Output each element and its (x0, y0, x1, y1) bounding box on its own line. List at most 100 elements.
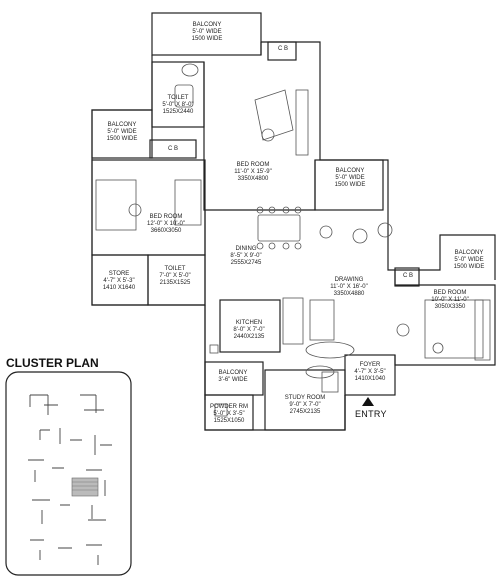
sofa (309, 299, 335, 341)
room-name: BED ROOM (433, 290, 467, 296)
room-label-balcony-right: BALCONY 5'-0" WIDE 1500 WIDE (440, 250, 498, 271)
room-label-cb-top: C B (270, 46, 296, 53)
kitchen-counter (282, 297, 304, 345)
room-size-mm: 3350X4800 (237, 176, 269, 182)
bedroom-left-outline (91, 159, 206, 256)
room-size-mm: 1500 WIDE (453, 264, 485, 270)
room-size-ft: 10'-0" X 11'-0" (431, 297, 469, 303)
room-name: C B (167, 146, 178, 152)
entry-label: ENTRY (355, 409, 387, 419)
room-name: C B (402, 273, 413, 279)
room-size-mm: 1500 WIDE (334, 182, 366, 188)
room-size-mm: 1525X1050 (213, 418, 245, 424)
room-label-bedroom-right: BED ROOM 10'-0" X 11'-0" 3050X3350 (418, 290, 482, 311)
room-label-bedroom-main: BED ROOM 11'-0" X 15'-9" 3350X4800 (218, 162, 288, 183)
room-size-mm: 3050X3350 (434, 304, 466, 310)
room-label-kitchen: KITCHEN 8'-0" X 7'-0" 2440X2135 (220, 320, 278, 341)
room-size-ft: 5'-0" WIDE (107, 129, 137, 135)
room-name: POWDER RM (210, 404, 248, 410)
room-label-study: STUDY ROOM 9'-0" X 7'-0" 2745X2135 (268, 395, 342, 416)
room-name: TOILET (164, 266, 186, 272)
cluster-plan-title: CLUSTER PLAN (6, 356, 99, 370)
room-size-mm: 1410 X1640 (102, 285, 136, 291)
wardrobe-left (174, 179, 202, 226)
room-name: DRAWING (334, 277, 364, 283)
cb-left-block (149, 139, 197, 159)
foyer-outline (344, 354, 396, 396)
room-label-bedroom-left: BED ROOM 12'-0" X 10'-0" 3660X3050 (132, 214, 200, 235)
room-size-ft: 12'-0" X 10'-0" (147, 221, 185, 227)
bedroom-main-outline (203, 62, 316, 211)
walls (91, 12, 496, 431)
room-label-cb-left: C B (160, 146, 186, 153)
room-name: C B (277, 46, 288, 52)
room-size-mm: 2135X1525 (159, 280, 191, 286)
room-size-ft: 5'-0" WIDE (454, 257, 484, 263)
room-label-store: STORE 4'-7" X 5'-3" 1410 X1640 (94, 271, 144, 292)
room-size-mm: 2440X2135 (233, 334, 265, 340)
room-size-ft: 5'-0" X 8'-0" (162, 102, 194, 108)
room-size-mm: 2745X2135 (289, 409, 321, 415)
room-size-ft: 11'-0" X 15'-9" (234, 169, 272, 175)
room-name: STUDY ROOM (284, 395, 326, 401)
room-name: BALCONY (192, 22, 222, 28)
balcony-top-outline (151, 12, 262, 56)
balcony-left-outline (91, 109, 153, 159)
room-name: BALCONY (335, 168, 365, 174)
room-label-powder: POWDER RM 5'-0" X 3'-5" 1525X1050 (205, 404, 253, 425)
room-size-ft: 8'-5" X 9'-0" (230, 253, 262, 259)
room-size-mm: 1500 WIDE (191, 36, 223, 42)
room-size-ft: 5'-0" WIDE (192, 29, 222, 35)
room-label-balcony-mid: BALCONY 5'-0" WIDE 1500 WIDE (318, 168, 382, 189)
room-size-ft: 3'-6" WIDE (218, 377, 248, 383)
room-label-balcony-top: BALCONY 5'-0" WIDE 1500 WIDE (160, 22, 254, 43)
bed-main (254, 89, 294, 141)
room-name: BED ROOM (149, 214, 183, 220)
furniture (95, 63, 491, 417)
room-size-mm: 1410X1040 (354, 376, 386, 382)
room-name: BED ROOM (236, 162, 270, 168)
room-size-mm: 3350X4880 (333, 291, 365, 297)
toilet-1-fixture (181, 63, 199, 77)
bedroom-right-outline (394, 270, 496, 366)
balcony-mid-outline (314, 159, 384, 211)
dining-table (257, 214, 301, 242)
armchair-1 (352, 228, 368, 244)
outer-wall-top-right (261, 41, 389, 232)
room-size-ft: 5'-0" WIDE (335, 175, 365, 181)
room-name: BALCONY (454, 250, 484, 256)
room-name: TOILET (167, 95, 189, 101)
room-label-cb-right: C B (398, 273, 418, 280)
room-size-ft: 9'-0" X 7'-0" (289, 402, 321, 408)
room-name: BALCONY (107, 122, 137, 128)
room-label-dining: DINING 8'-5" X 9'-0" 2555X2745 (216, 246, 276, 267)
room-name: KITCHEN (235, 320, 263, 326)
room-label-toilet-2: TOILET 7'-0" X 5'-0" 2135X1525 (146, 266, 204, 287)
room-name: DINING (235, 246, 257, 252)
room-label-toilet-1: TOILET 5'-0" X 8'-0" 1525X2440 (148, 95, 208, 116)
cb-top-block (267, 41, 297, 61)
room-size-ft: 7'-0" X 5'-0" (159, 273, 191, 279)
room-name: FOYER (359, 362, 381, 368)
room-size-ft: 5'-0" X 3'-5" (213, 411, 245, 417)
room-name: BALCONY (218, 370, 248, 376)
room-label-drawing: DRAWING 11'-0" X 16'-0" 3350X4880 (314, 277, 384, 298)
bed-left (95, 179, 137, 231)
cb-right-block (394, 267, 420, 287)
room-label-balcony-small: BALCONY 3'-6" WIDE (205, 370, 261, 384)
room-size-ft: 4'-7" X 5'-3" (103, 278, 135, 284)
room-name: STORE (108, 271, 130, 277)
room-size-mm: 3660X3050 (150, 228, 182, 234)
armchair-2 (377, 222, 393, 238)
kitchen-outline (219, 299, 281, 353)
room-size-ft: 4'-7" X 3'-5" (354, 369, 386, 375)
room-size-mm: 1500 WIDE (106, 136, 138, 142)
wardrobe-main (295, 89, 309, 156)
cluster-plan-box (5, 371, 132, 576)
room-size-mm: 1525X2440 (162, 109, 194, 115)
powder-outline (204, 394, 254, 431)
room-label-balcony-left: BALCONY 5'-0" WIDE 1500 WIDE (94, 122, 150, 143)
room-size-mm: 2555X2745 (230, 260, 262, 266)
room-size-ft: 11'-0" X 16'-0" (330, 284, 368, 290)
